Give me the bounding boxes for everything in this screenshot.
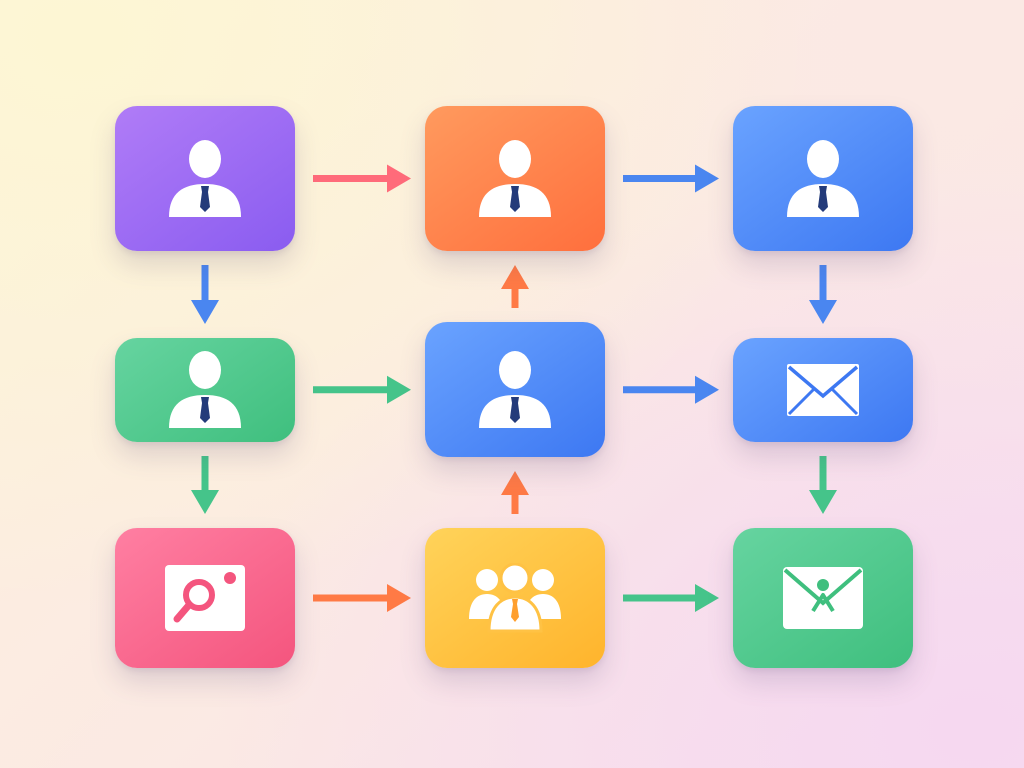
search-photo-icon — [163, 563, 247, 633]
arrow-head — [191, 300, 219, 324]
arrow-head — [695, 584, 719, 612]
arrow-user-purple-to-user-orange — [313, 164, 411, 193]
arrow-head — [501, 265, 529, 289]
arrow-user-blue-top-to-mail-blue — [809, 265, 837, 324]
arrow-user-blue-center-to-mail-blue — [623, 375, 719, 404]
node-user-green[interactable] — [115, 338, 295, 442]
node-user-purple[interactable] — [115, 106, 295, 251]
node-user-blue-center[interactable] — [425, 322, 605, 457]
arrow-search-pink-to-team-yellow — [313, 584, 411, 612]
arrow-mail-blue-to-mail-green — [809, 456, 837, 514]
node-mail-green[interactable] — [733, 528, 913, 668]
person-icon — [477, 350, 553, 430]
arrow-head — [809, 300, 837, 324]
arrow-head — [695, 164, 719, 193]
person-icon — [167, 139, 243, 219]
group-icon — [467, 563, 563, 633]
node-mail-blue[interactable] — [733, 338, 913, 442]
arrow-head — [387, 584, 411, 612]
arrow-head — [387, 164, 411, 193]
arrow-team-yellow-to-mail-green — [623, 584, 719, 612]
person-icon — [167, 350, 243, 430]
arrow-head — [501, 471, 529, 495]
node-user-orange[interactable] — [425, 106, 605, 251]
arrow-head — [695, 375, 719, 404]
arrow-user-green-to-search-pink — [191, 456, 219, 514]
arrow-user-orange-to-user-blue-top — [623, 164, 719, 193]
arrow-head — [191, 490, 219, 514]
arrow-head — [809, 490, 837, 514]
node-search-pink[interactable] — [115, 528, 295, 668]
envelope-person-icon — [781, 565, 865, 631]
person-icon — [785, 139, 861, 219]
node-user-blue-top[interactable] — [733, 106, 913, 251]
arrow-user-green-to-user-blue-center — [313, 375, 411, 404]
node-team-yellow[interactable] — [425, 528, 605, 668]
arrow-head — [387, 375, 411, 404]
arrow-team-yellow-to-user-blue-center — [501, 471, 529, 514]
arrow-user-purple-to-user-green — [191, 265, 219, 324]
arrow-user-blue-center-to-user-orange — [501, 265, 529, 308]
person-icon — [477, 139, 553, 219]
envelope-icon — [785, 362, 861, 418]
